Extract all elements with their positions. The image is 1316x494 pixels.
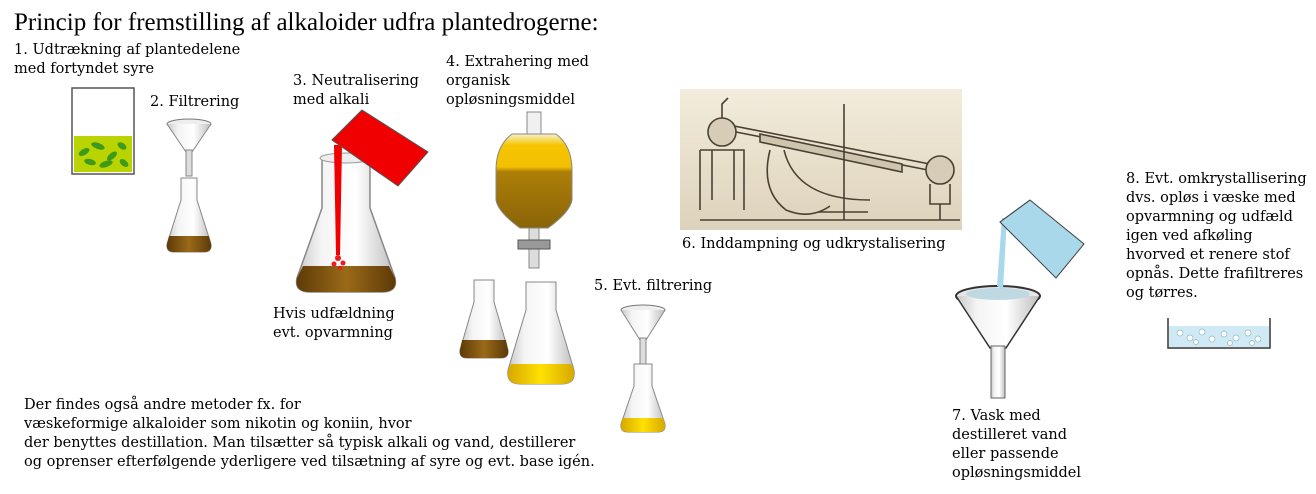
step7-label: 7. Vask med destilleret vand eller passe… <box>952 408 1082 481</box>
separatory-funnel-icon <box>495 111 573 269</box>
funnel-icon-2 <box>620 304 666 365</box>
distillation-note: Der findes også andre metoder fx. for væ… <box>24 397 595 470</box>
step3-note: Hvis udfældning evt. opvarmning <box>273 306 395 341</box>
distillation-apparatus-image <box>680 89 962 230</box>
beaker-icon <box>71 87 135 175</box>
step2-label: 2. Filtrering <box>150 94 240 110</box>
step3-label: 3. Neutralisering med alkali <box>293 73 419 108</box>
crystals-icon <box>1167 318 1271 349</box>
step1-label: 1. Udtrækning af plantedelene med fortyn… <box>14 42 241 77</box>
small-flask-brown-icon <box>459 279 509 359</box>
step5-label: 5. Evt. filtrering <box>594 278 713 294</box>
step6-label: 6. Inddampning og udkrystalisering <box>682 236 946 252</box>
large-flask-yellow-icon <box>507 281 575 385</box>
wash-funnel-icon <box>955 199 1085 399</box>
step8-label: 8. Evt. omkrystallisering dvs. opløs i v… <box>1126 171 1307 301</box>
flask-yellow-icon <box>620 363 666 433</box>
neutralization-flask-icon <box>295 109 429 293</box>
step4-label: 4. Extrahering med organisk opløsningsmi… <box>446 54 589 108</box>
page-title: Princip for fremstilling af alkaloider u… <box>14 9 599 36</box>
funnel-icon <box>166 118 212 177</box>
flask-icon <box>166 177 212 253</box>
